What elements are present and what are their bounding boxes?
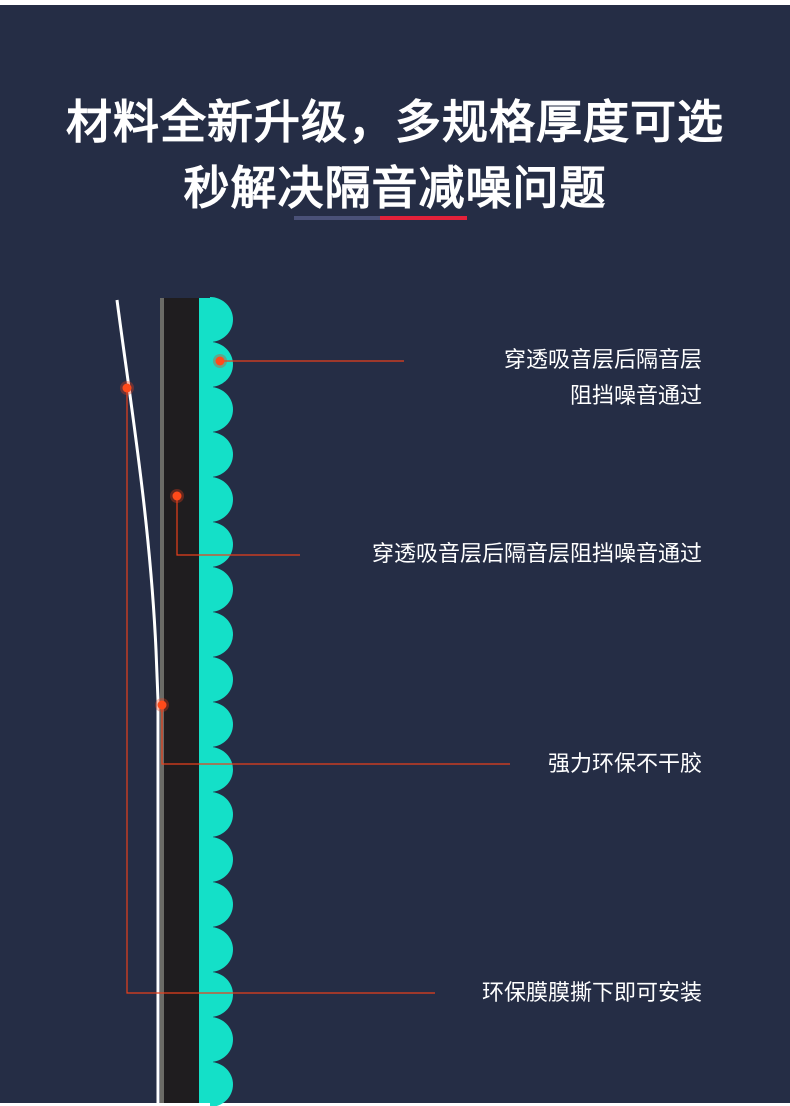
callout-film <box>120 381 435 994</box>
title-underline-right <box>380 216 467 220</box>
background-panel <box>0 5 790 1103</box>
callout-barrier <box>170 489 300 556</box>
title-underline-left <box>294 216 380 220</box>
callout-adhesive <box>155 698 510 765</box>
protective-film <box>115 299 160 1103</box>
sound-absorbing-foam <box>199 297 233 1106</box>
callout-label-film: 环保膜膜撕下即可安装 <box>481 981 702 1006</box>
headline-line-2: 秒解决隔音减噪问题 <box>183 161 607 215</box>
callout-foam-line-1: 穿透吸音层后隔音层 <box>503 348 702 373</box>
callout-foam <box>213 354 404 368</box>
callout-label-foam: 穿透吸音层后隔音层 阻挡噪音通过 <box>504 343 702 415</box>
headline-line-1: 材料全新升级，多规格厚度可选 <box>66 95 724 149</box>
callout-foam-line-2: 阻挡噪音通过 <box>569 384 702 409</box>
sound-barrier-layer <box>164 298 200 1103</box>
callout-label-barrier: 穿透吸音层后隔音层阻挡噪音通过 <box>371 542 702 567</box>
callout-label-adhesive: 强力环保不干胶 <box>547 752 702 777</box>
